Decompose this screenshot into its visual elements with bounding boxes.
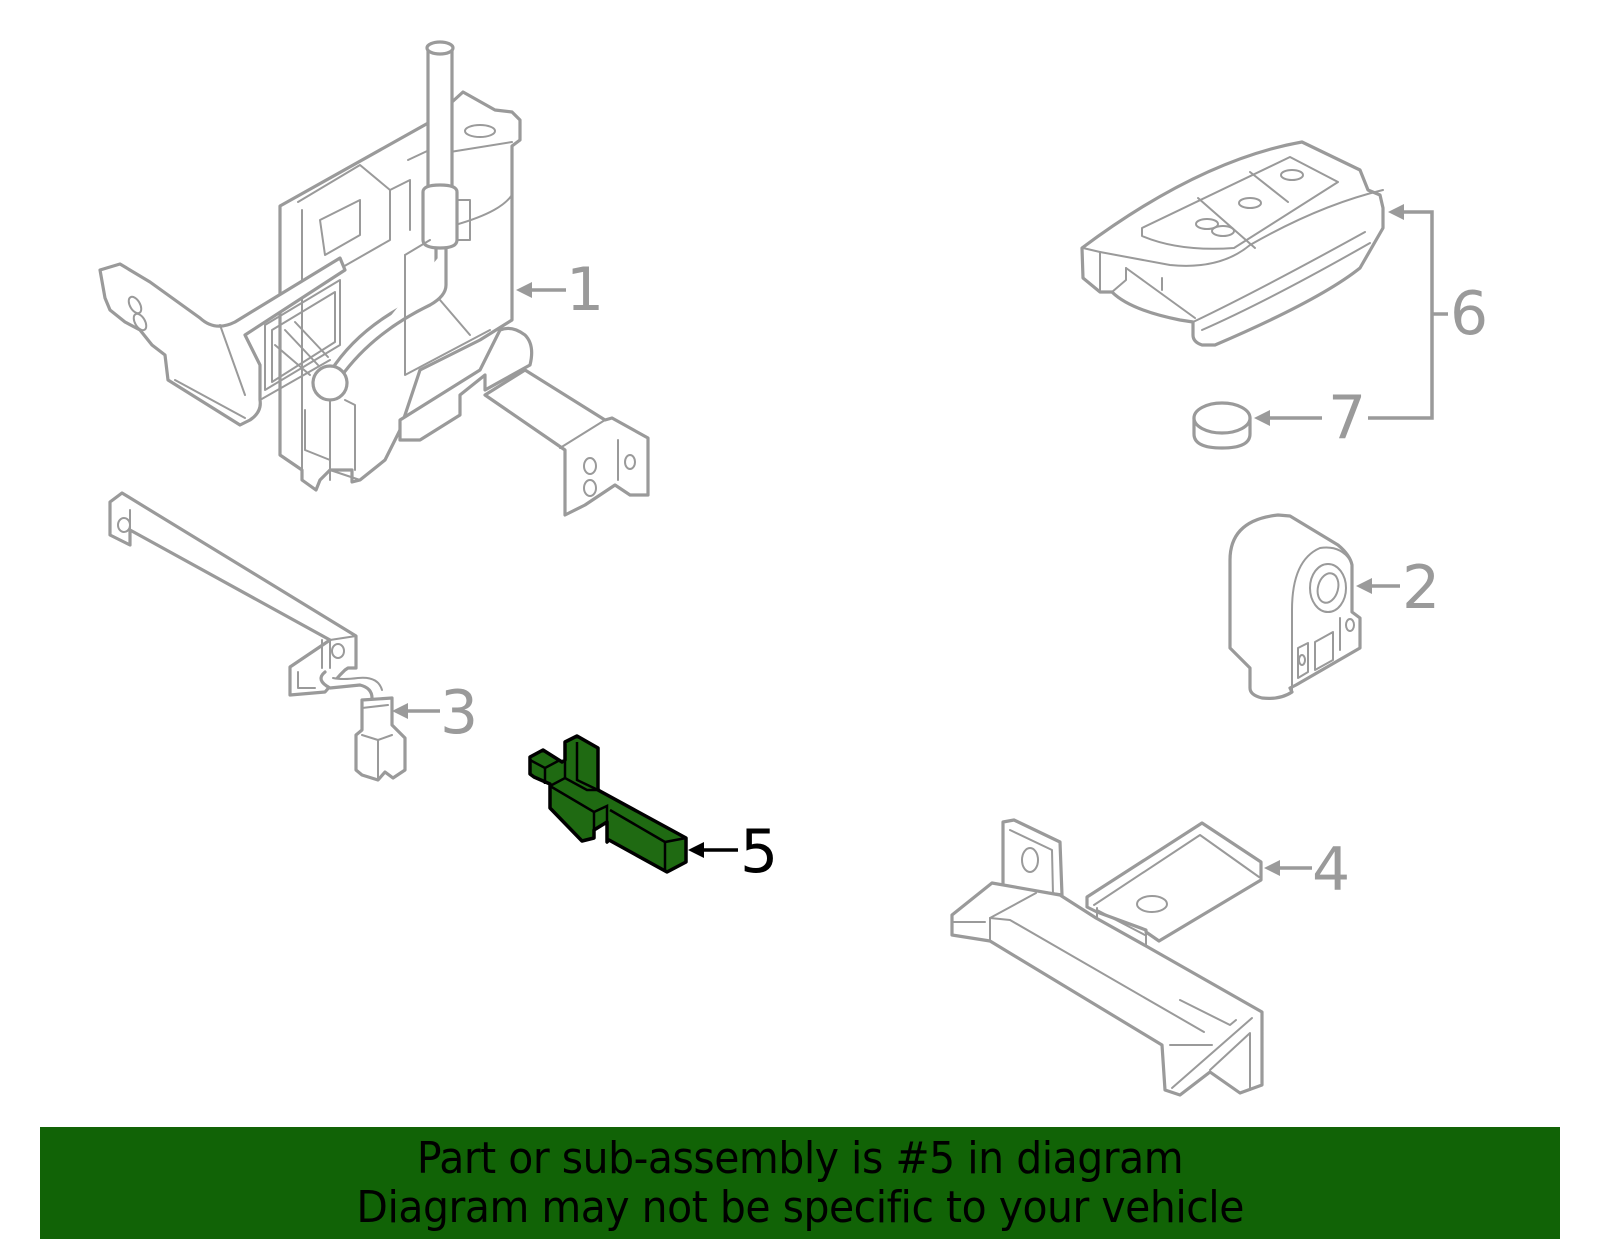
callout-4[interactable]: 4 (1264, 835, 1350, 905)
callout-2-label: 2 (1402, 553, 1440, 623)
callout-6[interactable]: 6 (1368, 204, 1488, 420)
part-4-bracket[interactable] (950, 818, 1264, 1097)
callout-1-label: 1 (566, 255, 604, 325)
banner-part-line: Part or sub-assembly is #5 in diagram (416, 1133, 1184, 1184)
part-1-control-module[interactable] (98, 40, 650, 517)
callout-3-label: 3 (440, 678, 478, 748)
callout-7-label: 7 (1328, 383, 1366, 453)
part-2-sensor[interactable] (1228, 513, 1362, 700)
info-banner: Part or sub-assembly is #5 in diagram Di… (40, 1127, 1560, 1239)
part-6-key-fob[interactable] (1080, 140, 1385, 347)
callout-5[interactable]: 5 (688, 817, 778, 887)
callout-2[interactable]: 2 (1356, 553, 1440, 623)
banner-disclaimer-line: Diagram may not be specific to your vehi… (356, 1182, 1244, 1233)
callout-6-label: 6 (1450, 279, 1488, 349)
part-5-highlighted-bracket[interactable] (528, 734, 688, 874)
callout-5-label: 5 (740, 817, 778, 887)
callout-4-label: 4 (1312, 835, 1350, 905)
callout-1[interactable]: 1 (516, 255, 604, 325)
part-7-coin-battery[interactable] (1192, 401, 1252, 450)
callout-7[interactable]: 7 (1254, 383, 1366, 453)
callout-3[interactable]: 3 (392, 678, 478, 748)
part-3-antenna[interactable] (108, 491, 407, 782)
